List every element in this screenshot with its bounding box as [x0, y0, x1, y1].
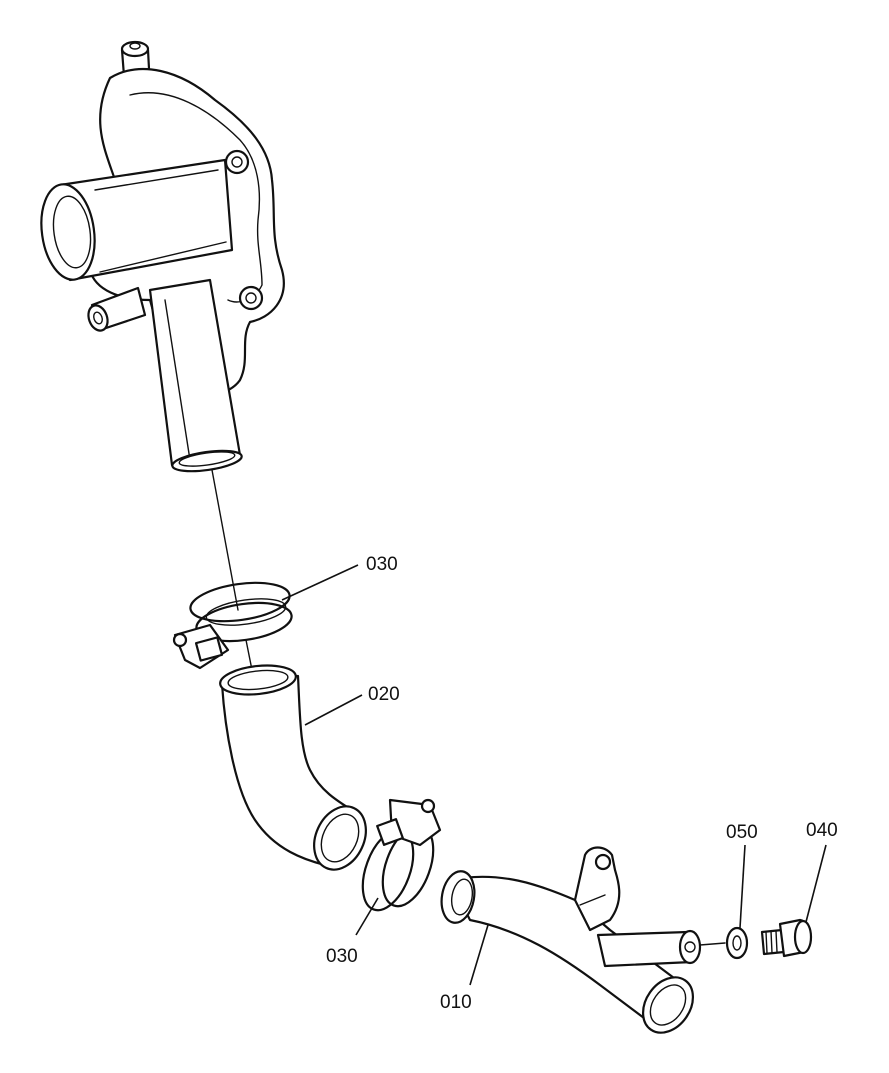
gasket-washer [725, 926, 749, 960]
callout-clamp-upper: 030 [366, 554, 398, 575]
banjo-bolt [760, 918, 813, 958]
water-pump-housing [40, 40, 285, 473]
leader-lines [281, 564, 827, 986]
hose-clamp-upper [172, 581, 293, 670]
callout-clamp-lower: 030 [326, 946, 358, 967]
callout-gasket: 050 [726, 822, 758, 843]
callout-hose: 020 [368, 684, 400, 705]
water-pipe [440, 846, 702, 1034]
callout-bolt: 040 [806, 820, 838, 841]
hose-clamp-lower [361, 798, 442, 912]
callout-pipe: 010 [440, 992, 472, 1013]
assembly-line [699, 942, 726, 946]
water-hose [219, 664, 367, 871]
